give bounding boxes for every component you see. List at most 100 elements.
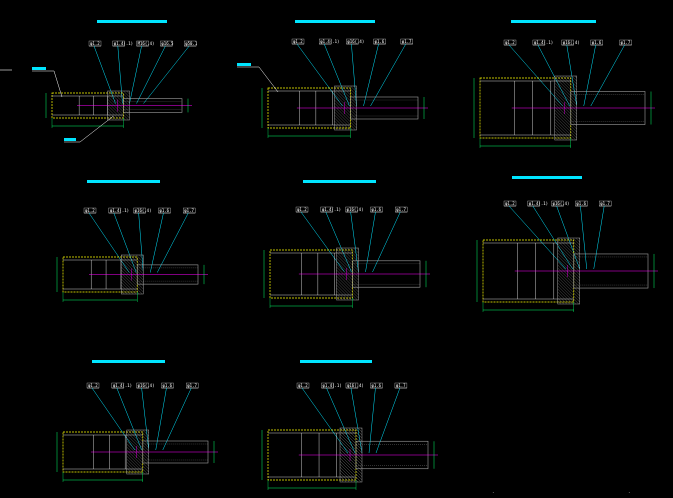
hatch-line <box>334 105 357 129</box>
hatch-line <box>126 449 149 473</box>
leader-line <box>143 45 190 104</box>
hatch-line <box>126 90 130 95</box>
part-label: φ1.2 <box>88 383 98 388</box>
leader-line <box>556 205 580 270</box>
hatch-line <box>136 429 149 443</box>
drawing-title-bar <box>300 360 372 363</box>
leader-line <box>91 387 135 451</box>
hatch-line <box>336 287 349 301</box>
leader-line <box>157 212 189 273</box>
tag2-leader <box>79 115 114 143</box>
hatch-line <box>353 85 357 90</box>
leader-line <box>155 387 167 451</box>
hatch-line <box>344 247 359 263</box>
part-label: φ1.7 <box>621 40 631 45</box>
hatch-line <box>126 446 149 470</box>
hatch-line <box>336 251 359 275</box>
leader-line <box>372 211 401 273</box>
hatch-line <box>339 442 363 466</box>
leader-line <box>301 387 349 454</box>
part-label: φ1.7 <box>396 207 406 212</box>
hatch-line <box>353 247 359 254</box>
leader-line <box>375 387 401 454</box>
hatch-line <box>126 437 149 461</box>
hatch-line <box>339 460 362 483</box>
leader-line <box>117 45 123 104</box>
hatch-line <box>139 429 149 440</box>
hatch-line <box>334 111 353 131</box>
hatch-line <box>339 472 350 483</box>
part-label: φ1.4(.1) <box>114 41 133 46</box>
hatch-line <box>554 85 577 109</box>
hatch-line <box>142 429 149 437</box>
hatch-line <box>121 260 144 284</box>
part-label: φ1.2 <box>298 383 308 388</box>
leader-line <box>583 44 596 107</box>
hatch-line <box>126 452 148 475</box>
leader-line <box>162 387 192 451</box>
leader-line <box>351 43 357 107</box>
part-label: φ1.6 <box>592 40 602 45</box>
hatch-line <box>554 112 577 136</box>
hatch-line <box>336 290 346 301</box>
hatch-line <box>336 269 359 293</box>
hatch-line <box>557 240 580 264</box>
hatch-line <box>121 266 144 290</box>
hatch-line <box>554 109 577 133</box>
hatch-line <box>121 284 131 295</box>
part-label: φ1.4(.1) <box>113 383 132 388</box>
hatch-line <box>569 237 580 249</box>
hatch-line <box>339 478 344 483</box>
part-label: φ50.1 <box>185 41 198 46</box>
part-label: φ1.2 <box>505 201 515 206</box>
hatch-line <box>121 263 144 287</box>
hatch-line <box>339 433 363 457</box>
part-label: φ1.6 <box>576 201 586 206</box>
part-label: φ1.7 <box>402 39 412 44</box>
hatch-line <box>557 237 580 261</box>
part-label: φ1.6 <box>375 39 385 44</box>
hatch-line <box>336 278 358 301</box>
hatch-line <box>557 291 570 305</box>
hatch-line <box>351 427 363 439</box>
hatch-line <box>121 290 125 295</box>
hatch-line <box>347 85 357 96</box>
hatch-line <box>334 108 356 131</box>
hatch-line <box>554 106 577 130</box>
hatch-line <box>117 90 130 104</box>
part-label: φ1.7 <box>396 383 406 388</box>
hatch-line <box>126 431 149 455</box>
hatch-line <box>114 90 130 107</box>
hatch-line <box>557 246 580 270</box>
hatch-line <box>126 470 130 475</box>
hatch-line <box>121 254 144 278</box>
leader-line <box>93 45 116 104</box>
leader-line <box>113 212 137 273</box>
drawing-title-bar <box>92 360 165 363</box>
hatch-line <box>563 237 580 255</box>
hatch-line <box>339 457 363 481</box>
hatch-line <box>336 254 359 278</box>
footer-mark-2: · <box>628 490 630 495</box>
hatch-line <box>121 287 128 295</box>
leader-line <box>129 45 142 104</box>
hatch-line <box>554 82 577 106</box>
tag-leader <box>53 70 63 98</box>
hatch-line <box>557 297 564 305</box>
hatch-line <box>334 114 350 131</box>
footer-marks: · · <box>492 490 630 495</box>
part-label: φ1.4(.1) <box>322 207 341 212</box>
drawing-title-bar <box>511 20 596 23</box>
hatch-line <box>335 85 357 108</box>
hatch-line <box>554 79 577 103</box>
hatch-line <box>566 237 580 252</box>
leader-line <box>141 387 149 451</box>
part-label: φ1.7 <box>184 208 194 213</box>
hatch-line <box>354 427 363 436</box>
hatch-line <box>571 75 577 82</box>
hatch-line <box>336 248 359 272</box>
